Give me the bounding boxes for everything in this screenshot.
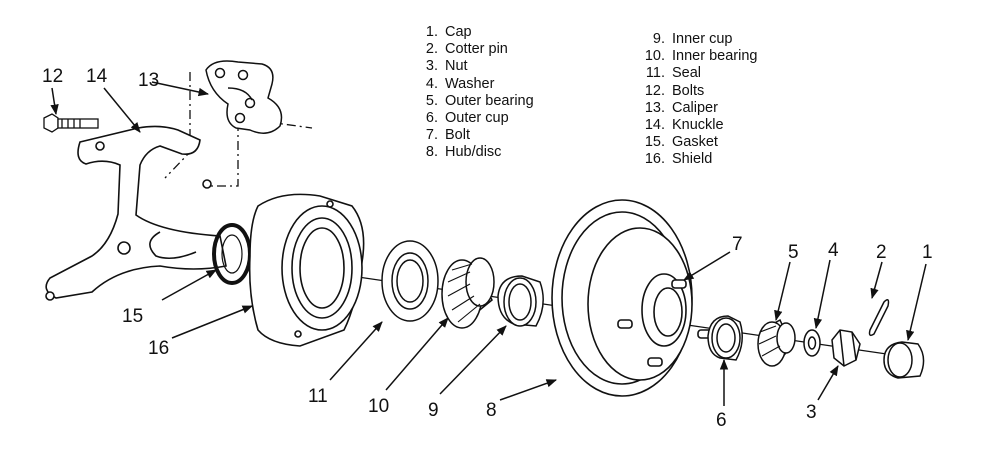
legend-item: 5.Outer bearing xyxy=(425,92,534,109)
callout-4: 4 xyxy=(828,240,839,261)
seal-11 xyxy=(381,240,439,322)
callout-12: 12 xyxy=(42,66,63,87)
callout-9: 9 xyxy=(428,400,439,421)
legend-item: 3.Nut xyxy=(425,58,468,75)
legend-item: 7.Bolt xyxy=(425,127,470,144)
cotter-pin-2 xyxy=(868,299,890,337)
legend-item: 12.Bolts xyxy=(644,82,705,99)
legend-item: 15.Gasket xyxy=(644,134,718,151)
leader-arrows xyxy=(50,81,927,406)
outer-cup-6 xyxy=(707,315,743,361)
callout-15: 15 xyxy=(122,306,143,327)
nut-3 xyxy=(831,329,861,367)
shield-16 xyxy=(248,193,365,347)
callout-5: 5 xyxy=(788,242,799,263)
legend-item: 16.Shield xyxy=(644,151,713,168)
callout-13: 13 xyxy=(138,70,159,91)
washer-4 xyxy=(803,329,821,357)
legend-item: 8.Hub/disc xyxy=(425,144,502,161)
callout-6: 6 xyxy=(716,410,727,431)
legend-item: 10.Inner bearing xyxy=(644,48,758,65)
callout-8: 8 xyxy=(486,400,497,421)
legend-item: 1.Cap xyxy=(425,24,472,40)
callout-1: 1 xyxy=(922,242,933,263)
parts-legend-column-2: 9.Inner cup 10.Inner bearing 11.Seal 12.… xyxy=(643,31,758,169)
legend-item: 4.Washer xyxy=(425,75,495,92)
callout-2: 2 xyxy=(876,242,887,263)
legend-item: 6.Outer cup xyxy=(425,110,509,127)
knuckle-14 xyxy=(45,125,227,301)
legend-item: 11.Seal xyxy=(645,65,702,82)
hub-disc-8 xyxy=(551,199,713,397)
caliper-13 xyxy=(205,60,283,134)
callout-16: 16 xyxy=(148,338,169,359)
legend-item: 2.Cotter pin xyxy=(425,41,508,58)
legend-item: 13.Caliper xyxy=(644,99,718,116)
callout-11: 11 xyxy=(308,386,328,407)
bolt-12 xyxy=(43,113,99,133)
callout-14: 14 xyxy=(86,66,108,87)
callout-10: 10 xyxy=(368,396,389,417)
callout-3: 3 xyxy=(806,402,817,423)
outer-bearing-5 xyxy=(757,318,796,367)
legend-item: 14.Knuckle xyxy=(644,117,724,134)
legend-item: 9.Inner cup xyxy=(652,31,733,47)
cap-1 xyxy=(883,341,925,379)
inner-bearing-10 xyxy=(441,257,495,329)
callout-7: 7 xyxy=(732,234,743,255)
parts-legend-column-1: 1.Cap 2.Cotter pin 3.Nut 4.Washer 5.Oute… xyxy=(416,24,534,162)
inner-cup-9 xyxy=(497,275,544,327)
